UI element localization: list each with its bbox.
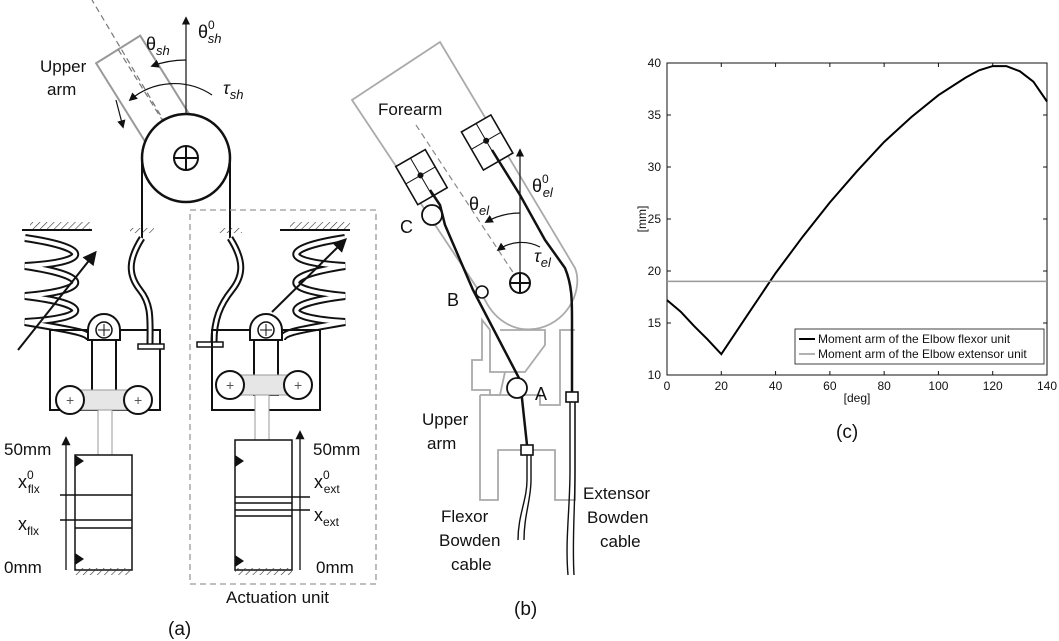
- panel-a-diagram: + +: [4, 0, 377, 640]
- series-line-flexor: [666, 65, 1048, 356]
- upper-arm-label: Upper: [40, 57, 87, 76]
- y-tick-label: 30: [648, 160, 662, 174]
- point-c-label: C: [400, 217, 413, 237]
- actuation-unit-box: [189, 209, 377, 585]
- extensor-cable: [490, 149, 574, 395]
- y-tick-label: 40: [648, 56, 662, 70]
- flexor-0mm-label: 0mm: [4, 558, 42, 577]
- x-tick-label: 100: [928, 379, 948, 393]
- actuation-unit-label: Actuation unit: [226, 588, 329, 607]
- y-tick-label: 35: [648, 108, 662, 122]
- forearm-link: [350, 40, 579, 331]
- svg-text:+: +: [294, 377, 302, 393]
- plot-area: [666, 62, 1048, 376]
- panel-c-caption: (c): [836, 422, 858, 443]
- point-a-label: A: [535, 384, 547, 404]
- extensor-cable-label: Extensor: [583, 484, 650, 503]
- extensor-0mm-label: 0mm: [316, 558, 354, 577]
- tau-sh-arc: [128, 82, 213, 102]
- x-axis-label: [deg]: [844, 391, 871, 405]
- forearm-label: Forearm: [378, 100, 442, 119]
- extensor-cable-label-2: Bowden: [587, 508, 648, 527]
- x-ext-label: xext: [314, 505, 340, 529]
- forearm-axis: [415, 124, 521, 284]
- y-tick-label: 15: [648, 316, 662, 330]
- moment-arm-chart: 0 20 40 60 80 100 120 140 10 15 20 25 30 35 40 [deg] […: [635, 56, 1057, 443]
- theta-sh-label: θsh: [146, 34, 170, 58]
- flexor-cable-label-3: cable: [451, 555, 492, 574]
- tau-el-arc: [496, 241, 541, 251]
- panel-a-caption: (a): [168, 619, 191, 640]
- pulley-b: [475, 285, 489, 299]
- y-tick-label: 20: [648, 264, 662, 278]
- x-tick-label: 0: [664, 379, 671, 393]
- pulley-c: [421, 204, 443, 226]
- x-flx-label: xflx: [18, 514, 39, 538]
- extensor-50mm-label: 50mm: [313, 440, 360, 459]
- upper-arm-label-b-2: arm: [427, 434, 456, 453]
- upper-arm-label-2: arm: [47, 80, 76, 99]
- extensor-cable-label-3: cable: [600, 532, 641, 551]
- y-axis-label: [mm]: [635, 206, 649, 233]
- svg-text:+: +: [134, 392, 142, 408]
- upper-arm-label-b: Upper: [422, 410, 469, 429]
- pulley-a: [506, 377, 528, 399]
- tau-sh-label: τsh: [223, 78, 243, 102]
- svg-text:+: +: [66, 392, 74, 408]
- svg-text:+: +: [226, 377, 234, 393]
- flexor-spring-unit: + +: [17, 222, 165, 575]
- theta-sh-arc: [150, 59, 187, 68]
- flexor-50mm-label: 50mm: [4, 440, 51, 459]
- y-tick-label: 25: [648, 212, 662, 226]
- x-tick-label: 140: [1037, 379, 1057, 393]
- theta-el-label: θel: [469, 194, 490, 218]
- theta-el-arc: [484, 212, 521, 223]
- panel-b-caption: (b): [514, 599, 537, 620]
- x-tick-label: 40: [769, 379, 783, 393]
- chart-legend: Moment arm of the Elbow flexor unit Mome…: [794, 328, 1045, 365]
- x-tick-label: 80: [877, 379, 891, 393]
- x-tick-label: 120: [983, 379, 1003, 393]
- flexor-cable-label-2: Bowden: [439, 531, 500, 550]
- flexor-bowden-cable: [517, 455, 528, 541]
- lower-cable-module: [394, 148, 449, 206]
- flexor-cable-label: Flexor: [441, 507, 489, 526]
- y-tick-label: 10: [648, 368, 662, 382]
- x-tick-label: 20: [715, 379, 729, 393]
- legend-extensor: Moment arm of the Elbow extensor unit: [818, 347, 1027, 361]
- point-b-label: B: [447, 290, 459, 310]
- tau-el-label: τel: [534, 246, 552, 270]
- extensor-bowden-cable: [566, 402, 571, 576]
- extensor-spring-unit: + +: [196, 222, 350, 575]
- legend-flexor: Moment arm of the Elbow flexor unit: [818, 332, 1011, 346]
- x-tick-label: 60: [823, 379, 837, 393]
